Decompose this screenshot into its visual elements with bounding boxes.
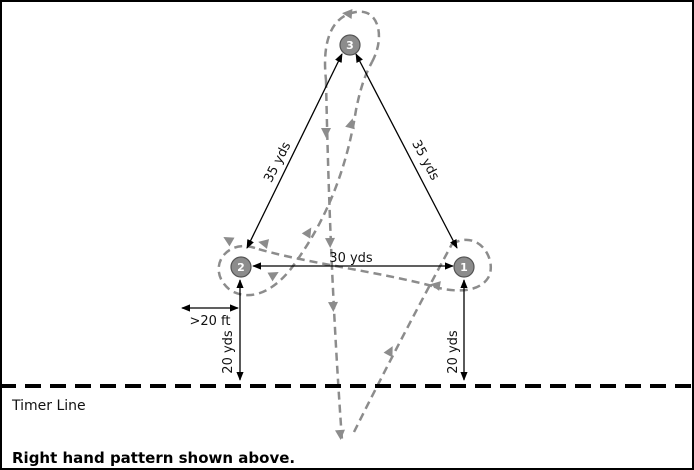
arrowhead [325,237,335,248]
barrel-1-marker [453,256,475,278]
measurements [181,53,468,381]
arrowhead [267,272,279,282]
label-right-to-timer: 20 yds [446,330,461,374]
barrel-2-label: 2 [237,261,245,274]
dim-line-left-side [246,53,343,249]
dim-line-right-side [355,53,458,249]
arrowhead [430,281,441,291]
timer-line-label: Timer Line [11,398,86,414]
path-loop-barrel-3 [323,10,381,81]
label-right-side: 35 yds [408,138,442,184]
path-loop-barrel-2 [217,245,291,297]
barrel-1-label: 1 [460,261,468,274]
path-loop-barrel-1 [431,238,493,292]
arrowhead [383,346,393,358]
barrel-2: 2 [230,256,252,278]
barrel-3: 3 [339,34,361,56]
arrowhead [321,128,331,138]
arrowhead [223,237,235,247]
arrowhead [345,118,355,130]
arrowhead [335,429,345,440]
riding-path [217,10,493,441]
barrel-1: 1 [453,256,475,278]
barrel-3-label: 3 [346,39,354,52]
arrowhead [258,239,270,249]
barrel-2-marker [230,256,252,278]
label-side-clearance: >20 ft [189,314,230,329]
label-base: 30 yds [329,251,373,266]
barrel-3-marker [339,34,361,56]
arrowhead [342,9,353,19]
label-left-to-timer: 20 yds [221,330,236,374]
arrowhead [328,301,338,312]
pattern-caption: Right hand pattern shown above. [12,449,295,467]
